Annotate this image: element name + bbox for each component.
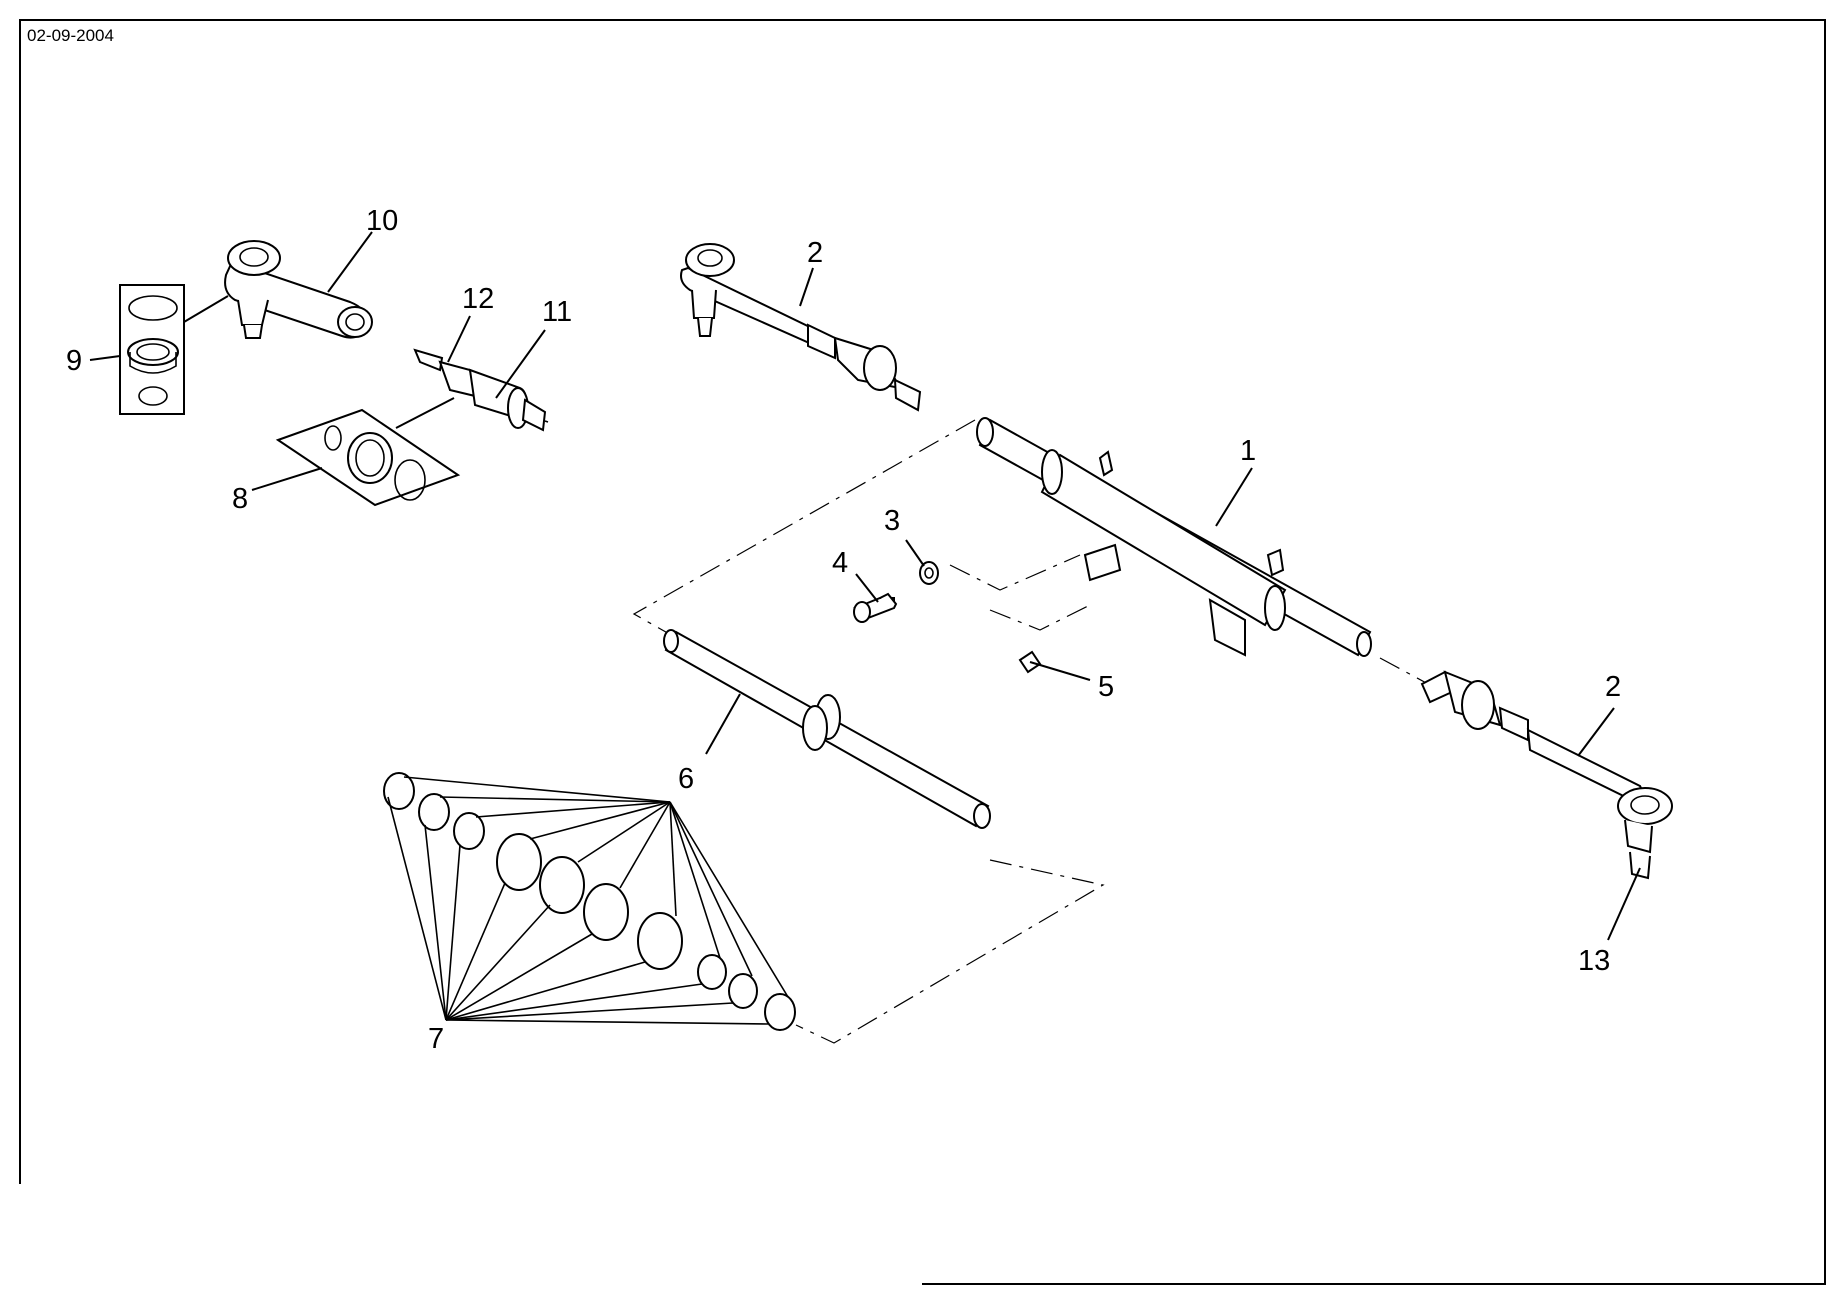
part-8-bearing-set <box>275 408 461 507</box>
callout-10: 10 <box>366 205 398 237</box>
part-1-steering-cylinder <box>976 417 1372 657</box>
callout-6: 6 <box>678 763 694 795</box>
callout-labels: 1 2 2 3 4 5 6 7 8 9 10 11 12 13 <box>66 205 1621 1055</box>
part-7-seal-kit <box>383 772 796 1031</box>
part-2-tie-rod-top <box>680 243 922 412</box>
callout-7: 7 <box>428 1023 444 1055</box>
part-2-tie-rod-bottom <box>1420 670 1673 880</box>
callout-5: 5 <box>1098 671 1114 703</box>
part-11-inner-tie-rod <box>413 348 549 432</box>
callout-11: 11 <box>542 296 572 328</box>
callout-3: 3 <box>884 505 900 537</box>
callout-9: 9 <box>66 345 82 377</box>
callout-2-bottom: 2 <box>1605 671 1621 703</box>
callout-8: 8 <box>232 483 248 515</box>
part-6-piston-rod <box>663 629 991 829</box>
part-4-bolt <box>852 592 898 623</box>
drawing-frame <box>19 19 1826 1285</box>
part-3-washer <box>919 561 939 585</box>
assembly-centerlines <box>632 419 1431 1044</box>
callout-2-top: 2 <box>807 237 823 269</box>
callout-12: 12 <box>462 283 494 315</box>
leader-lines <box>89 231 1641 941</box>
callout-13: 13 <box>1578 945 1610 977</box>
callout-1: 1 <box>1240 435 1256 467</box>
drawing-date: 02-09-2004 <box>27 26 114 45</box>
callout-4: 4 <box>832 547 848 579</box>
part-9-ring-set <box>119 284 185 415</box>
part-10-tie-rod-end <box>224 240 373 339</box>
